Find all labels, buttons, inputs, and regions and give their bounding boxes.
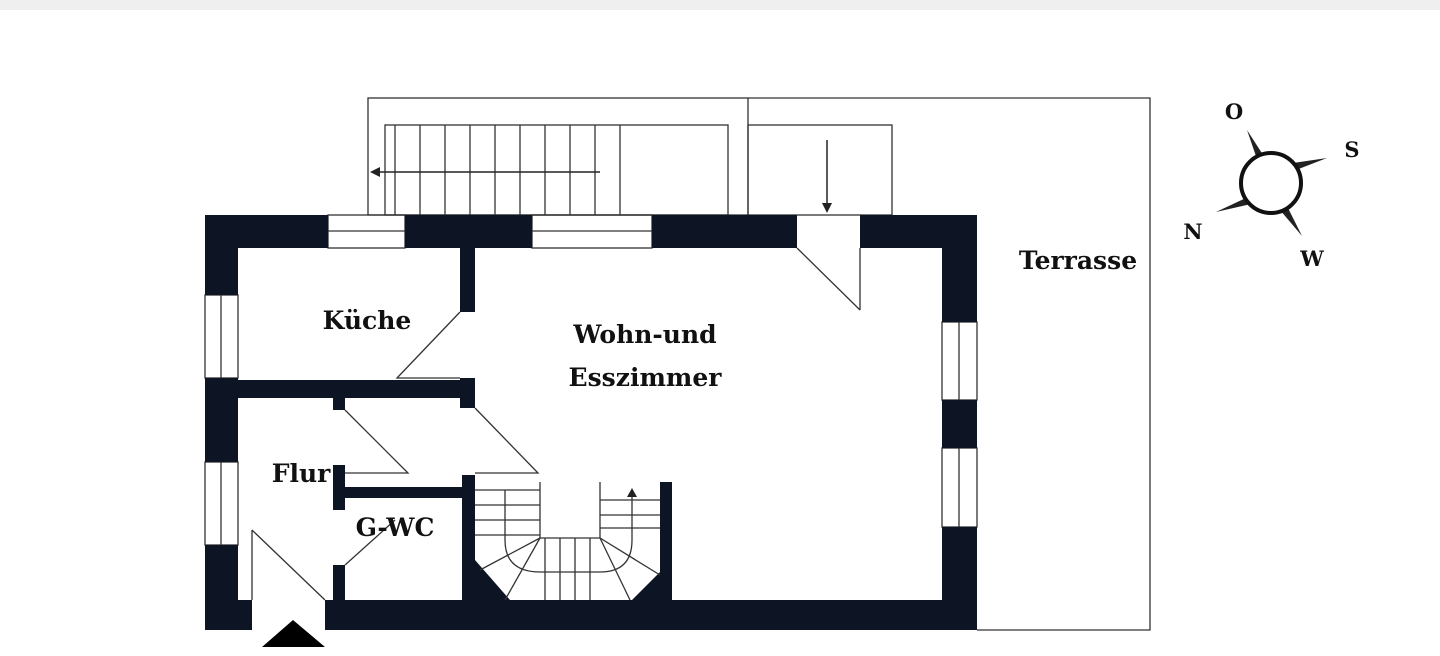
room-label-living-1: Wohn-und (572, 320, 716, 349)
compass-west-label: W (1299, 246, 1324, 271)
outdoor-stairs (367, 97, 749, 216)
doors (251, 247, 861, 601)
room-label-wc: G-WC (356, 513, 435, 542)
room-label-living-2: Esszimmer (569, 363, 723, 392)
room-label-kitchen: Küche (323, 306, 412, 335)
compass-north-label: N (1183, 219, 1202, 244)
room-label-hall: Flur (272, 459, 331, 488)
walls (205, 215, 977, 630)
entrance-arrow-icon (262, 620, 325, 647)
top-bar (0, 0, 1440, 10)
compass-east-label: O (1225, 99, 1243, 124)
compass: O S N W (1183, 99, 1359, 271)
room-label-terrace: Terrasse (1019, 246, 1137, 275)
interior-stairs (475, 482, 661, 601)
terrace (747, 97, 1151, 631)
compass-south-label: S (1344, 137, 1359, 162)
